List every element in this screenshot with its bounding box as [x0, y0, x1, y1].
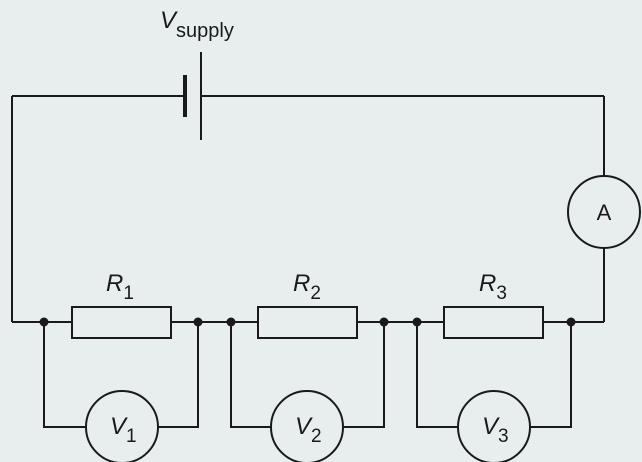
supply-cell	[183, 52, 202, 140]
resistor-3-symbol: R	[479, 270, 496, 297]
junction-node	[566, 317, 576, 327]
voltmeter-3-symbol: V	[482, 413, 500, 440]
voltmeter-2-circle	[270, 390, 344, 462]
ammeter-label: A	[597, 200, 612, 225]
resistor-3-body	[443, 306, 544, 339]
resistor-3	[443, 306, 544, 339]
voltmeter-1-branch: V1	[43, 322, 199, 462]
voltmeter-3-wire-right	[530, 322, 572, 428]
voltmeter-1-wire-right	[158, 322, 199, 428]
supply-label-symbol: V	[160, 7, 178, 34]
voltmeter-1-subscript: 1	[126, 426, 137, 447]
voltmeter-2-subscript: 2	[311, 426, 322, 447]
voltmeter-3-wire-left	[416, 322, 458, 428]
junction-node	[226, 317, 236, 327]
resistor-1-subscript: 1	[123, 283, 134, 304]
ammeter-circle	[567, 175, 641, 249]
resistor-1-symbol: R	[106, 270, 123, 297]
resistor-1-body	[71, 306, 172, 339]
voltmeter-3-label: V3	[482, 413, 509, 447]
voltmeter-2-branch: V2	[230, 322, 385, 462]
resistor-3-subscript: 3	[496, 283, 507, 304]
resistor-2-subscript: 2	[310, 283, 321, 304]
resistor-1	[71, 306, 172, 339]
junction-node	[39, 317, 49, 327]
resistor-1-label: R1	[106, 270, 134, 304]
voltmeter-3-branch: V3	[416, 322, 572, 462]
junction-nodes	[39, 317, 576, 327]
voltmeter-2-wire-left	[230, 322, 271, 428]
junction-node	[193, 317, 203, 327]
voltmeter-2-wire-right	[343, 322, 385, 428]
resistor-2-body	[257, 306, 358, 339]
voltmeter-1-circle	[85, 390, 159, 462]
voltmeter-3-subscript: 3	[498, 426, 509, 447]
voltmeter-3-circle	[457, 390, 531, 462]
voltmeter-1-symbol: V	[110, 413, 128, 440]
junction-node	[379, 317, 389, 327]
resistor-2-label: R2	[293, 270, 321, 304]
junction-node	[412, 317, 422, 327]
ammeter: A	[567, 175, 641, 249]
supply-label-subscript: supply	[176, 20, 234, 42]
resistor-3-label: R3	[479, 270, 507, 304]
resistor-2-symbol: R	[293, 270, 310, 297]
resistor-2	[257, 306, 358, 339]
voltmeter-2-symbol: V	[295, 413, 313, 440]
voltmeter-2-label: V2	[295, 413, 322, 447]
voltmeter-1-label: V1	[110, 413, 137, 447]
voltmeter-1-wire-left	[43, 322, 86, 428]
supply-label: Vsupply	[160, 7, 234, 42]
